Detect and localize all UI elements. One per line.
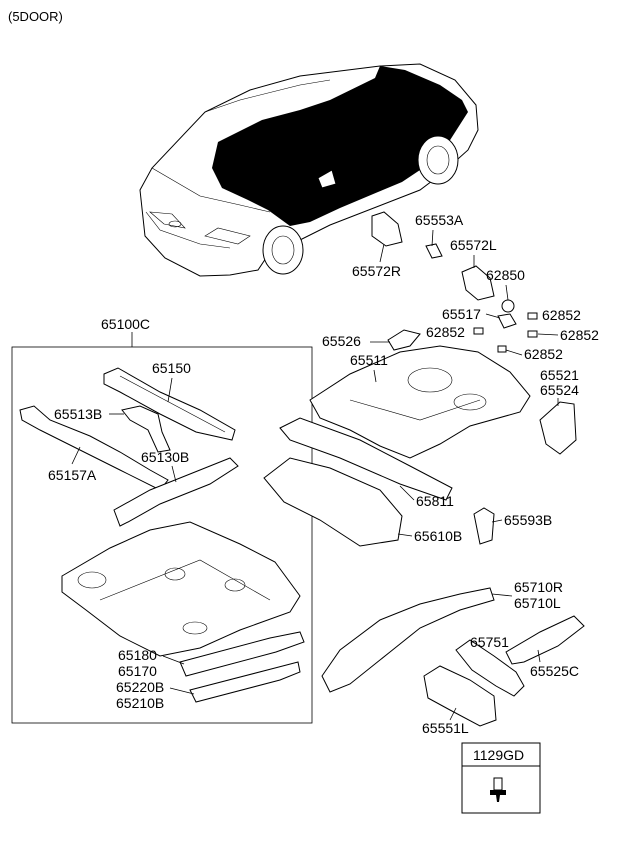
- member-65811: [279, 417, 453, 501]
- plug-62852-b: [473, 327, 484, 335]
- bracket-65751: [455, 639, 525, 697]
- callout-65610B: 65610B: [414, 528, 462, 544]
- callout-62852-d: 62852: [524, 346, 563, 362]
- callout-65170: 65170: [118, 663, 157, 679]
- floor-panel-assembly-group: 65100C 65150 65513B 65157A 65130B 65180 …: [11, 316, 313, 724]
- bracket-65526: [387, 329, 421, 351]
- callout-65751: 65751: [470, 634, 509, 650]
- callout-65517: 65517: [442, 306, 481, 322]
- plug-62852-a: [527, 312, 538, 320]
- car-illustration: [139, 63, 479, 277]
- bracket-65593B: [473, 507, 495, 545]
- bracket-65551L: [423, 665, 497, 727]
- rear-floor-65511: [309, 345, 531, 459]
- callout-62852-a: 62852: [542, 307, 581, 323]
- bracket-65572L: [461, 265, 495, 301]
- variant-label: (5DOOR): [8, 9, 63, 24]
- callout-65553A: 65553A: [415, 212, 464, 228]
- member-65710R: [321, 587, 495, 693]
- callout-65521: 65521: [540, 367, 579, 383]
- plug-62852-c: [527, 330, 538, 338]
- callout-65526: 65526: [322, 333, 361, 349]
- callout-65511: 65511: [350, 352, 388, 368]
- bracket-65521: [539, 401, 577, 455]
- callout-65710R: 65710R: [514, 579, 563, 595]
- plug-62852-d: [497, 345, 507, 353]
- bolt-icon: [490, 777, 506, 802]
- callout-62852-c: 62852: [560, 327, 599, 343]
- callout-65130B: 65130B: [141, 449, 189, 465]
- bracket-65513B: [121, 405, 171, 453]
- fastener-box: 1129GD: [461, 742, 541, 814]
- panel-65610B: [263, 457, 403, 547]
- callout-65157A: 65157A: [48, 467, 97, 483]
- callout-65811: 65811: [416, 493, 454, 509]
- callout-65513B: 65513B: [54, 406, 102, 422]
- assembly-group-frame: [11, 346, 313, 724]
- floor-pan-main: [61, 521, 301, 657]
- callout-65524: 65524: [540, 382, 579, 398]
- sill-65180: [179, 631, 305, 677]
- member-65130B: [113, 457, 239, 527]
- callout-62852-b: 62852: [426, 324, 465, 340]
- rail-65150: [103, 367, 236, 441]
- callout-65551L: 65551L: [422, 720, 469, 736]
- member-65525C: [505, 615, 585, 665]
- callout-65210B: 65210B: [116, 695, 164, 711]
- callout-65710L: 65710L: [514, 595, 561, 611]
- bracket-65517: [497, 313, 517, 329]
- rail-65157A: [19, 405, 169, 491]
- callout-65593B: 65593B: [504, 512, 552, 528]
- fastener-part-number: 1129GD: [473, 747, 524, 763]
- callout-65572R: 65572R: [352, 263, 401, 279]
- right-parts: 65572R 65553A 65572L 62850 65517 62852 6…: [263, 211, 599, 736]
- bracket-65553A: [425, 243, 443, 259]
- sill-65220B: [189, 661, 301, 703]
- callout-65100C: 65100C: [101, 316, 150, 332]
- plug-62850: [501, 299, 515, 313]
- callout-65150: 65150: [152, 360, 191, 376]
- callout-65525C: 65525C: [530, 663, 579, 679]
- bracket-65572R: [371, 211, 403, 247]
- callout-65220B: 65220B: [116, 679, 164, 695]
- callout-65572L: 65572L: [450, 237, 497, 253]
- callout-65180: 65180: [118, 647, 157, 663]
- callout-62850: 62850: [486, 267, 525, 283]
